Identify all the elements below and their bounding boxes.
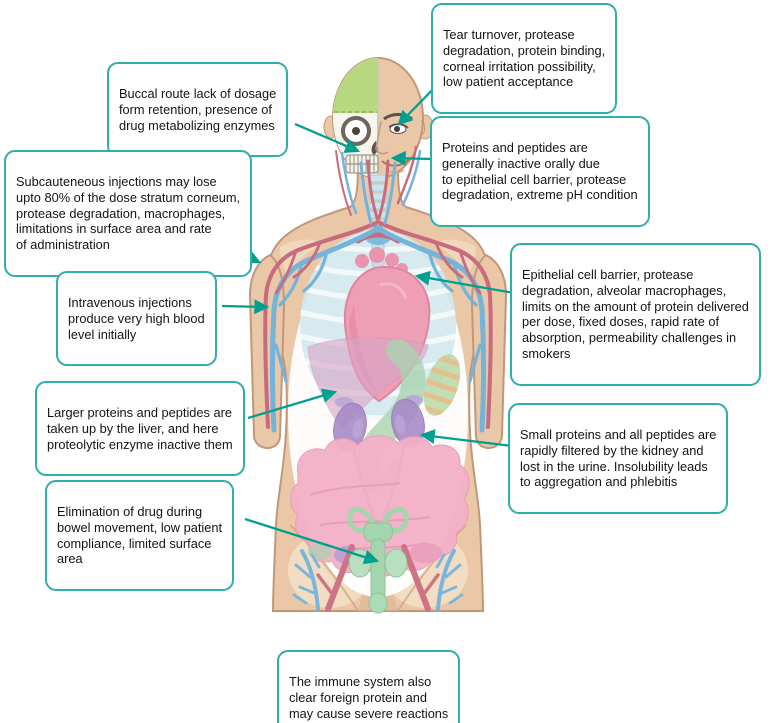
callout-text: The immune system also clear foreign pro…	[289, 673, 449, 721]
blood-vessels	[263, 221, 493, 433]
callout-pulmonary-route: Epithelial cell barrier, protease degrad…	[510, 243, 761, 386]
callout-text: Tear turnover, protease degradation, pro…	[443, 26, 606, 90]
callout-renal-clearance: Small proteins and all peptides are rapi…	[508, 403, 729, 515]
callout-hepatic-clearance: Larger proteins and peptides are taken u…	[35, 381, 245, 477]
callout-text: Small proteins and all peptides are rapi…	[520, 426, 717, 490]
callout-buccal-route: Buccal route lack of dosage form retenti…	[107, 62, 289, 158]
callout-text: Subcauteneous injections may lose upto 8…	[16, 173, 241, 253]
callout-immune-system: The immune system also clear foreign pro…	[277, 650, 461, 723]
callout-subcutaneous-route: Subcauteneous injections may lose upto 8…	[4, 150, 253, 278]
callout-text: Proteins and peptides are generally inac…	[442, 139, 638, 203]
nose	[375, 120, 389, 155]
brain-region	[333, 58, 378, 113]
human-torso-illustration	[248, 57, 508, 614]
callout-text: Buccal route lack of dosage form retenti…	[119, 85, 277, 133]
callout-text: Epithelial cell barrier, protease degrad…	[522, 266, 749, 362]
callout-text: Intravenous injections produce very high…	[68, 294, 205, 342]
callout-rectal-route: Elimination of drug during bowel movemen…	[45, 480, 235, 592]
callout-oral-route: Proteins and peptides are generally inac…	[430, 116, 650, 228]
callout-ocular-route: Tear turnover, protease degradation, pro…	[431, 3, 618, 115]
callout-intravenous-route: Intravenous injections produce very high…	[56, 271, 217, 367]
neck-vessels	[335, 145, 422, 225]
head-illustration	[323, 57, 434, 179]
callout-text: Larger proteins and peptides are taken u…	[47, 404, 233, 452]
callout-text: Elimination of drug during bowel movemen…	[57, 503, 223, 567]
